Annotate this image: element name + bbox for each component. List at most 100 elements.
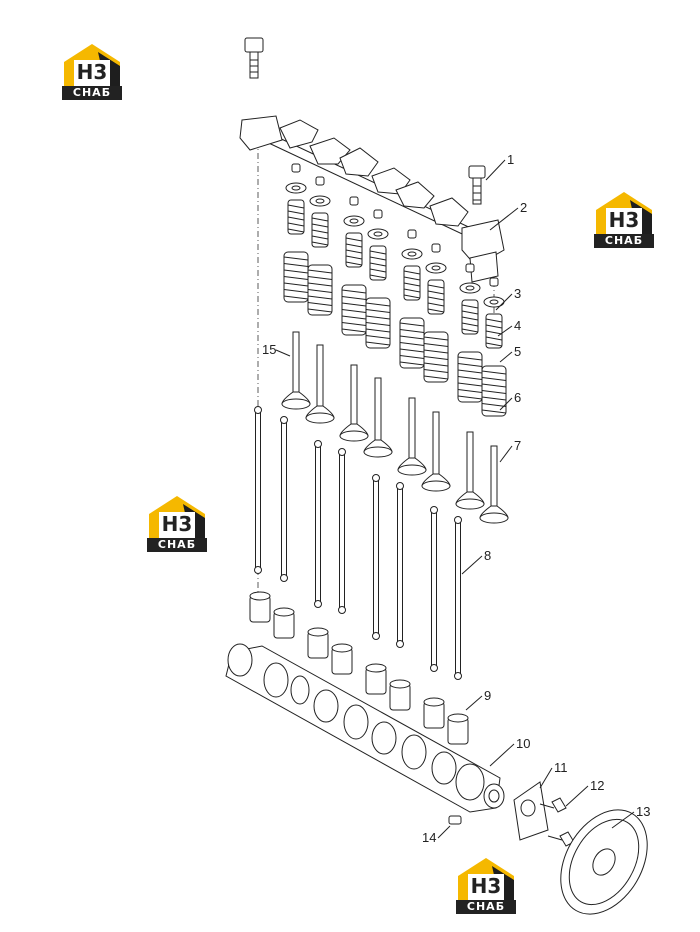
leader-line bbox=[489, 743, 515, 767]
leader-line bbox=[497, 325, 513, 337]
camshaft-gear bbox=[560, 809, 648, 915]
logo-mark: H3 bbox=[76, 60, 108, 84]
valve-tappet bbox=[423, 697, 445, 729]
rocker-shaft-bolt bbox=[244, 37, 264, 79]
pushrod bbox=[454, 516, 462, 680]
bracket-bolt bbox=[468, 165, 486, 205]
leader-line bbox=[499, 351, 513, 363]
valve-spring bbox=[341, 284, 367, 336]
valve-keeper bbox=[291, 163, 301, 173]
callout-number: 8 bbox=[484, 548, 491, 563]
tappet-set bbox=[249, 591, 469, 745]
callout-1: 1 bbox=[485, 152, 514, 181]
leader-line bbox=[465, 695, 483, 711]
callout-15: 15 bbox=[262, 342, 291, 357]
callout-number: 10 bbox=[516, 736, 530, 751]
callout-number: 2 bbox=[520, 200, 527, 215]
logo-mark: H3 bbox=[608, 208, 640, 232]
callout-9: 9 bbox=[465, 688, 491, 711]
inner-valve-spring bbox=[345, 232, 363, 268]
house-roof-icon bbox=[149, 496, 205, 540]
callout-14: 14 bbox=[422, 825, 451, 845]
leader-line bbox=[611, 811, 635, 829]
callout-number: 15 bbox=[262, 342, 276, 357]
callout-7: 7 bbox=[499, 438, 521, 463]
leader-line bbox=[499, 397, 513, 411]
callout-number: 9 bbox=[484, 688, 491, 703]
valve-tappet bbox=[447, 713, 469, 745]
brand-logo: H3 СНАБ bbox=[592, 190, 656, 248]
logo-mark: H3 bbox=[470, 874, 502, 898]
pushrod bbox=[280, 416, 288, 582]
callout-8: 8 bbox=[461, 548, 491, 575]
pushrod bbox=[254, 406, 262, 574]
valve bbox=[455, 431, 485, 510]
callout-13: 13 bbox=[611, 804, 650, 829]
brand-logo: H3 СНАБ bbox=[145, 494, 209, 552]
inner-valve-spring bbox=[427, 279, 445, 315]
logo-badge: СНАБ bbox=[594, 234, 654, 248]
spring-retainer bbox=[343, 215, 365, 227]
valve-spring bbox=[423, 331, 449, 383]
leader-line bbox=[499, 445, 513, 463]
house-roof-icon bbox=[596, 192, 652, 236]
inner-valve-spring bbox=[485, 313, 503, 349]
pushrod bbox=[430, 506, 438, 672]
callout-3: 3 bbox=[495, 286, 521, 311]
spring-retainer bbox=[285, 182, 307, 194]
pushrod bbox=[372, 474, 380, 640]
valve-tappet bbox=[273, 607, 295, 639]
callout-number: 13 bbox=[636, 804, 650, 819]
inner-valve-spring bbox=[287, 199, 305, 235]
valve bbox=[479, 445, 509, 524]
callout-number: 6 bbox=[514, 390, 521, 405]
leader-line bbox=[539, 767, 553, 789]
valve bbox=[363, 377, 393, 458]
valve-spring bbox=[481, 365, 507, 417]
spring-retainer bbox=[367, 228, 389, 240]
inner-valve-spring bbox=[311, 212, 329, 248]
callout-number: 11 bbox=[554, 760, 568, 775]
valve bbox=[281, 331, 311, 410]
brand-logo: H3 СНАБ bbox=[454, 856, 518, 914]
valve-tappet bbox=[331, 643, 353, 675]
logo-badge: СНАБ bbox=[62, 86, 122, 100]
spring-retainer bbox=[459, 282, 481, 294]
thrust-plate-bolt bbox=[539, 797, 567, 813]
valve-keeper bbox=[349, 196, 359, 206]
callout-10: 10 bbox=[489, 736, 530, 767]
pushrod bbox=[314, 440, 322, 608]
valve-tappet bbox=[307, 627, 329, 659]
callout-4: 4 bbox=[497, 318, 521, 337]
inner-valve-spring bbox=[461, 299, 479, 335]
brand-logo: H3 СНАБ bbox=[60, 42, 124, 100]
spring-retainer bbox=[309, 195, 331, 207]
logo-badge: СНАБ bbox=[456, 900, 516, 914]
callout-number: 1 bbox=[507, 152, 514, 167]
valve-keeper bbox=[315, 176, 325, 186]
callout-number: 14 bbox=[422, 830, 436, 845]
valve-keeper bbox=[465, 263, 475, 273]
callout-number: 4 bbox=[514, 318, 521, 333]
leader-line bbox=[437, 825, 451, 839]
pushrod bbox=[338, 448, 346, 614]
leader-line bbox=[565, 785, 589, 807]
valve-spring bbox=[365, 297, 391, 349]
spring-retainer bbox=[425, 262, 447, 274]
camshaft bbox=[225, 643, 505, 813]
callout-5: 5 bbox=[499, 344, 521, 363]
valve-set bbox=[281, 163, 509, 524]
house-roof-icon bbox=[64, 44, 120, 88]
valve-spring bbox=[307, 264, 333, 316]
valve-tappet bbox=[365, 663, 387, 695]
valve bbox=[339, 364, 369, 442]
spring-retainer bbox=[401, 248, 423, 260]
valve-keeper bbox=[431, 243, 441, 253]
inner-valve-spring bbox=[369, 245, 387, 281]
valve-keeper bbox=[373, 209, 383, 219]
inner-valve-spring bbox=[403, 265, 421, 301]
valve-tappet bbox=[389, 679, 411, 711]
callout-number: 7 bbox=[514, 438, 521, 453]
